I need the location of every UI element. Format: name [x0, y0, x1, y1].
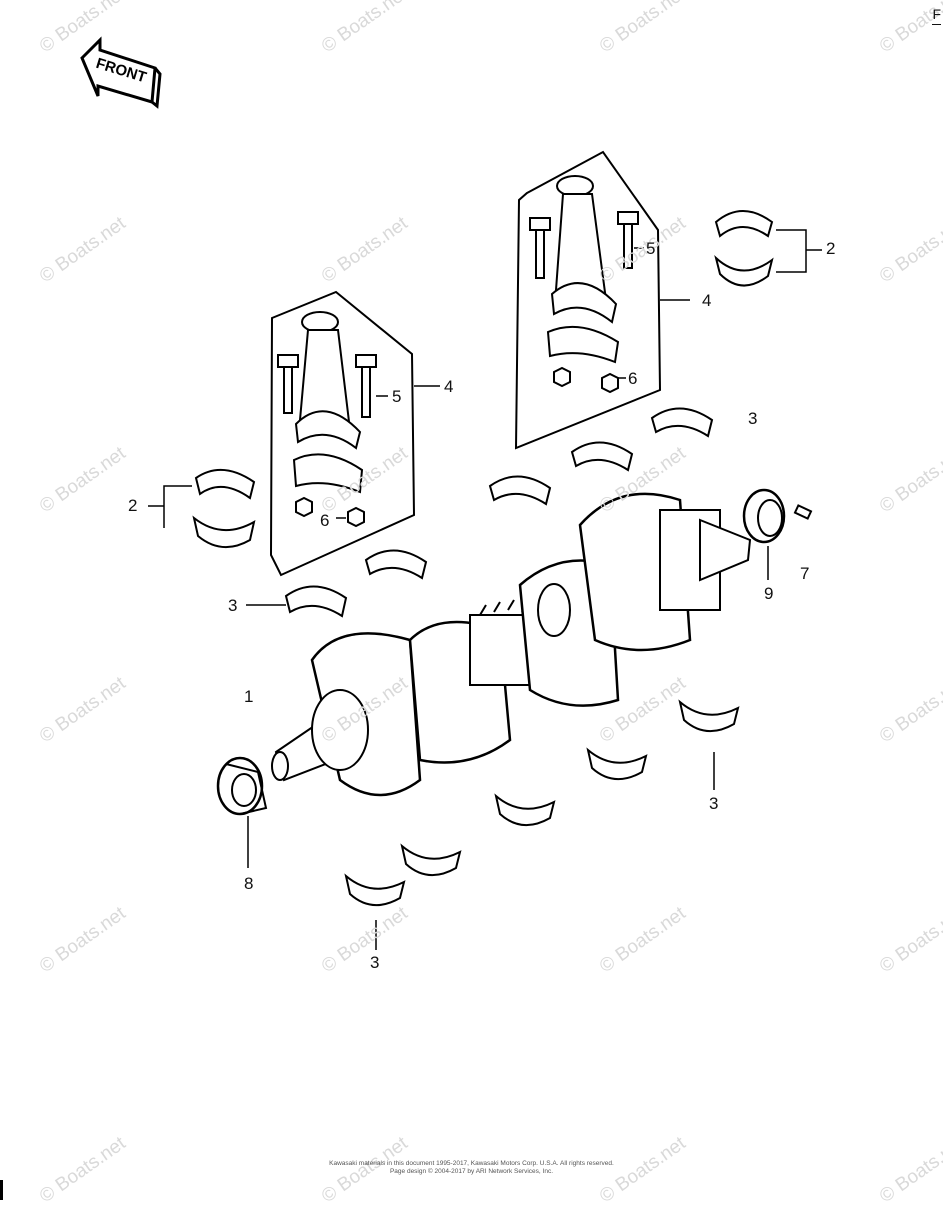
rod-nut-right-2 [601, 372, 619, 394]
dowel-pin [793, 504, 813, 520]
callout-6-right: 6 [628, 369, 638, 388]
callout-8: 8 [244, 874, 254, 893]
main-bearing-upper-set [246, 407, 714, 618]
front-arrow-icon: FRONT [80, 36, 162, 109]
rod-nut-right-1 [553, 366, 571, 388]
copyright-line-2: Page design © 2004-2017 by ARI Network S… [389, 1168, 554, 1175]
rod-bolt-left-2 [355, 354, 377, 418]
connecting-rod-left [292, 311, 364, 494]
connecting-rod-right [546, 175, 620, 364]
oil-seal-right [742, 488, 786, 580]
callout-3-upper-right: 3 [748, 409, 758, 428]
callout-9: 9 [764, 584, 774, 603]
callout-5-right: 5 [646, 239, 656, 258]
rod-bearing-left-pair [148, 468, 256, 548]
rod-nut-left-1 [295, 496, 313, 518]
callout-6-left: 6 [320, 511, 330, 530]
connecting-rod-panel-left [269, 290, 416, 577]
callout-3-left: 3 [228, 596, 238, 615]
callout-2-left: 2 [128, 496, 138, 515]
callout-2-right: 2 [826, 239, 836, 258]
edge-mark [0, 1180, 3, 1200]
rod-bearing-right-pair [714, 210, 822, 287]
callout-7: 7 [800, 564, 810, 583]
callout-3-bottom: 3 [370, 953, 380, 972]
rod-bolt-right-2 [617, 211, 639, 269]
callout-3-lower-right: 3 [709, 794, 719, 813]
callout-4-left: 4 [444, 377, 454, 396]
crankshaft [271, 492, 752, 797]
corner-label: F [932, 6, 941, 25]
callout-1: 1 [244, 687, 254, 706]
main-bearing-lower-set [344, 699, 740, 950]
rod-nut-left-2 [347, 506, 365, 528]
copyright-line-1: Kawasaki materials in this document 1995… [329, 1160, 614, 1167]
rod-bolt-left-1 [277, 354, 299, 414]
callout-5-left: 5 [392, 387, 402, 406]
oil-seal-left [216, 756, 268, 868]
connecting-rod-panel-right [514, 150, 690, 450]
callout-4-right: 4 [702, 291, 712, 310]
rod-bolt-right-1 [529, 217, 551, 279]
